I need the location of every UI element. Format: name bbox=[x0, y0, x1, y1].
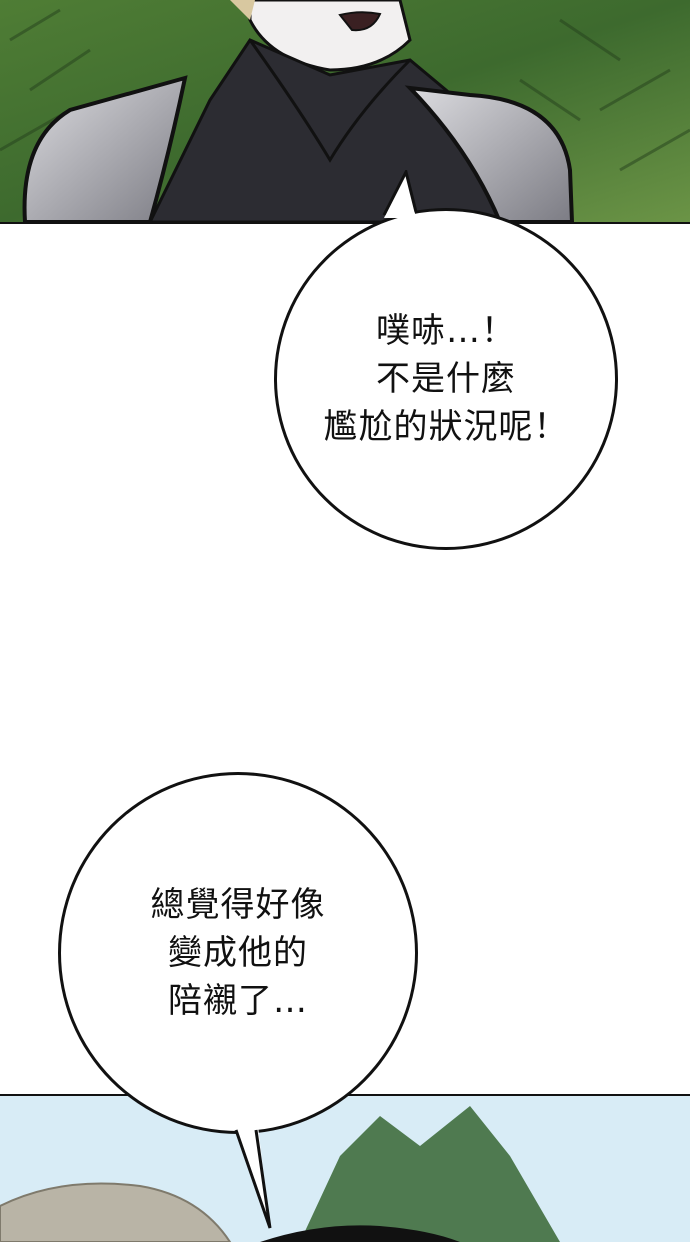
top-panel-illustration bbox=[0, 0, 690, 224]
landscape-artwork bbox=[0, 1096, 690, 1242]
bubble-1-line: 不是什麼 bbox=[324, 355, 569, 403]
speech-bubble-1: 噗哧…！ 不是什麼 尷尬的狀況呢！ bbox=[274, 208, 618, 550]
bubble-2-line: 總覺得好像 bbox=[151, 881, 326, 929]
bubble-2-line: 陪襯了… bbox=[151, 977, 326, 1025]
bubble-1-text: 噗哧…！ 不是什麼 尷尬的狀況呢！ bbox=[324, 307, 569, 451]
knight-artwork bbox=[0, 0, 690, 222]
bubble-1-line: 尷尬的狀況呢！ bbox=[324, 403, 569, 451]
bubble-2-text: 總覺得好像 變成他的 陪襯了… bbox=[151, 881, 326, 1025]
bottom-panel-illustration bbox=[0, 1094, 690, 1242]
bubble-2-line: 變成他的 bbox=[151, 929, 326, 977]
bubble-1-line: 噗哧…！ bbox=[324, 307, 569, 355]
speech-bubble-2: 總覺得好像 變成他的 陪襯了… bbox=[58, 772, 418, 1134]
